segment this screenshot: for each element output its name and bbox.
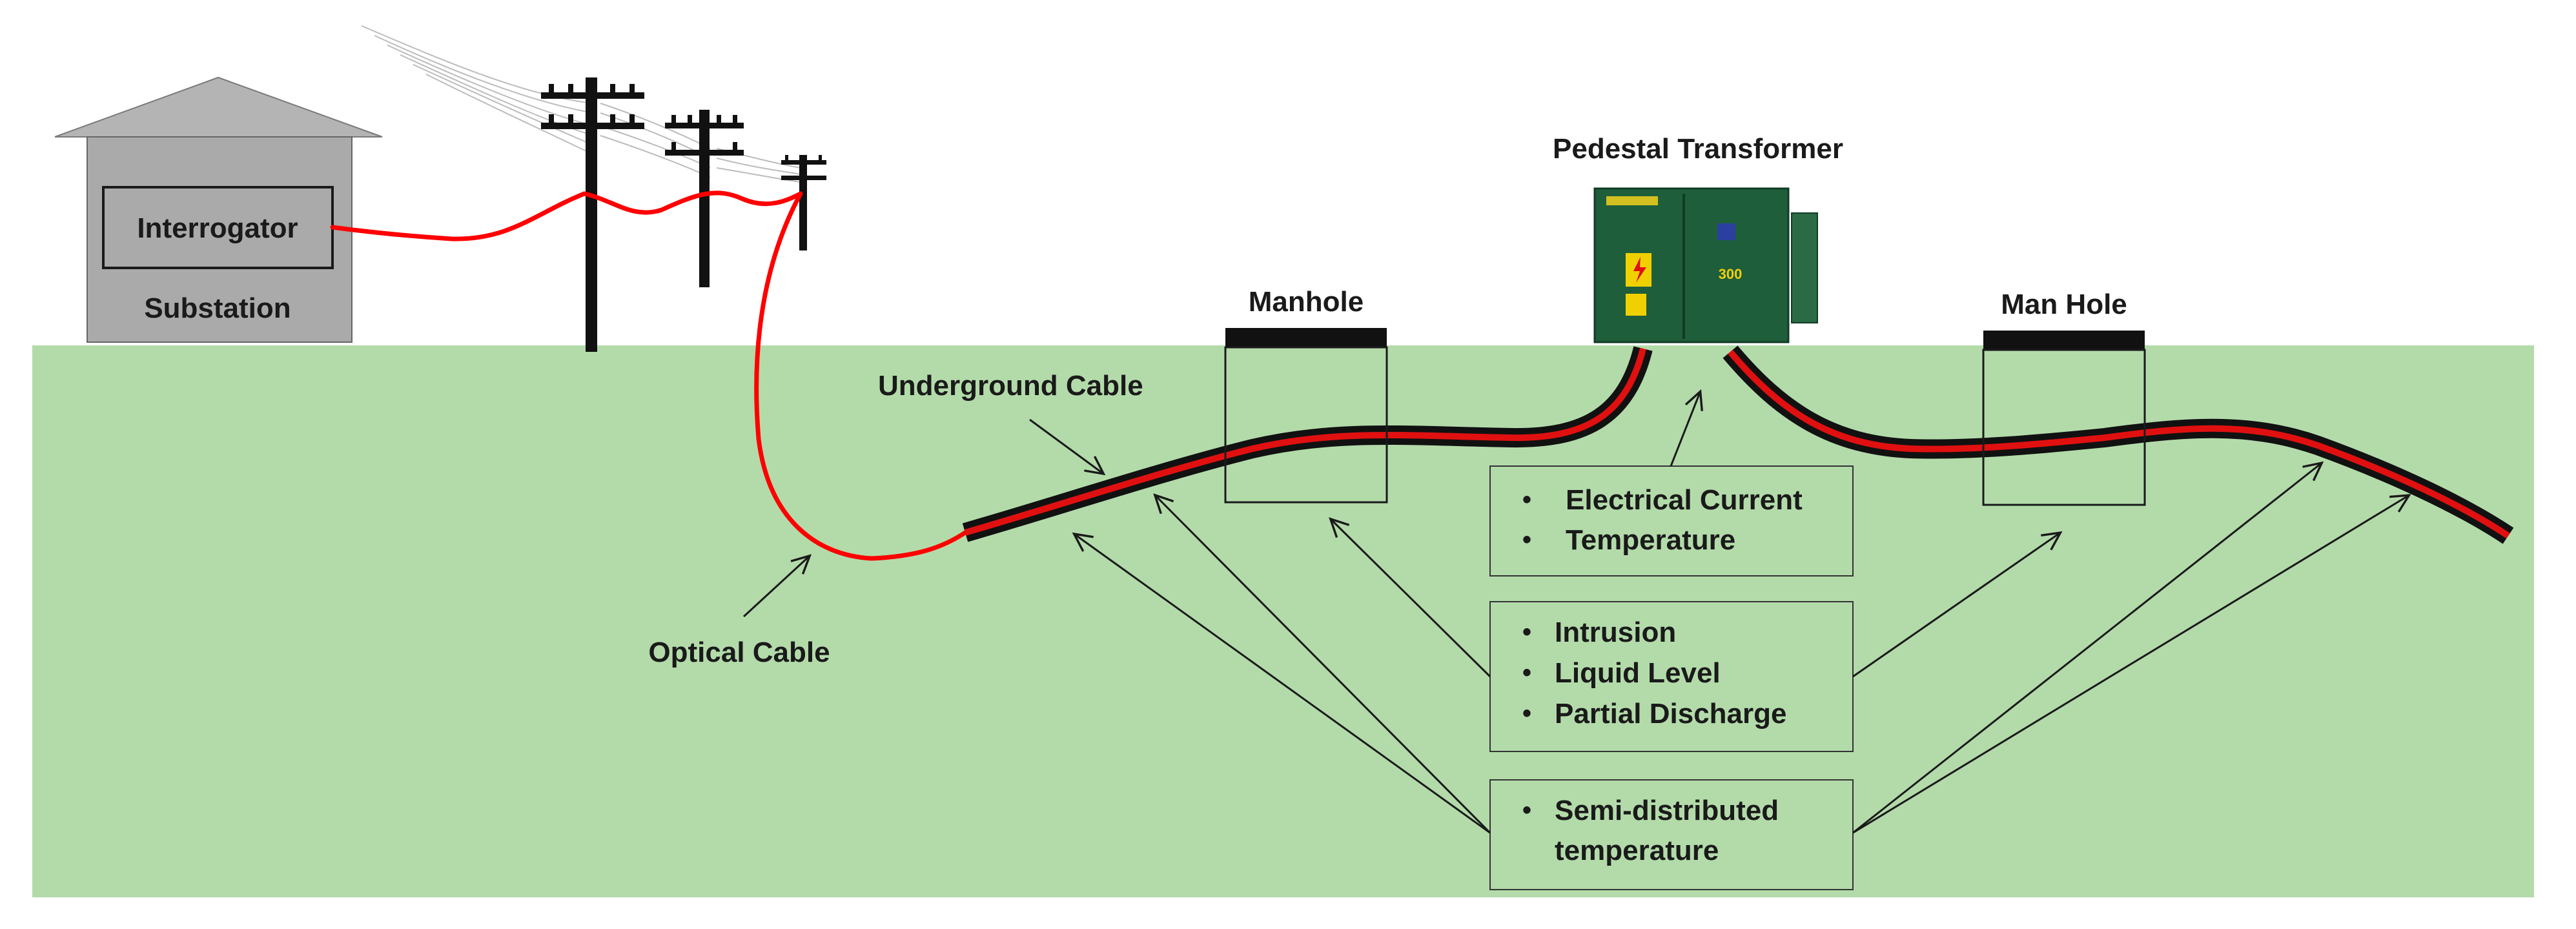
man-hole-label: Man Hole — [2001, 289, 2127, 320]
bullet-6: • — [1522, 796, 1531, 824]
underground-cable — [962, 345, 2514, 544]
manhole-left-chamber — [1224, 346, 1388, 504]
sensing-item-electrical-current: Electrical Current — [1566, 484, 1803, 516]
bullet-3: • — [1522, 618, 1531, 646]
utility-pole-1 — [541, 77, 644, 352]
manhole-label: Manhole — [1249, 286, 1364, 318]
interrogator-label: Interrogator — [137, 212, 298, 244]
substation-label: Substation — [144, 292, 291, 324]
manhole-left-cover — [1225, 328, 1387, 347]
manhole-right-chamber — [1982, 349, 2146, 506]
arrows — [742, 393, 2408, 834]
sensing-item-semi-distributed: Semi-distributed — [1555, 795, 1779, 826]
pedestal-transformer: 300 — [1593, 187, 1818, 343]
sensing-item-temperature: Temperature — [1566, 524, 1735, 556]
transformer-rating: 300 — [1719, 266, 1743, 282]
interrogator-box — [102, 186, 334, 269]
overhead-wires — [361, 25, 801, 183]
bullet-5: • — [1522, 699, 1531, 728]
sensing-item-partial-discharge: Partial Discharge — [1555, 698, 1787, 730]
optical-cable — [330, 190, 968, 561]
bullet-2: • — [1522, 526, 1531, 554]
cable-sensing-box — [1489, 779, 1854, 890]
sensing-item-temperature-line2: temperature — [1555, 835, 1719, 866]
bullet-1: • — [1522, 485, 1531, 514]
utility-pole-3 — [781, 155, 826, 250]
sensing-item-liquid-level: Liquid Level — [1555, 657, 1721, 689]
pedestal-transformer-label: Pedestal Transformer — [1553, 133, 1843, 165]
utility-pole-2 — [665, 110, 744, 287]
sensing-item-intrusion: Intrusion — [1555, 617, 1676, 648]
substation-roof — [54, 76, 383, 138]
manhole-right-cover — [1983, 331, 2145, 350]
bullet-4: • — [1522, 658, 1531, 687]
optical-cable-label: Optical Cable — [648, 637, 830, 668]
underground-cable-label: Underground Cable — [878, 370, 1143, 402]
